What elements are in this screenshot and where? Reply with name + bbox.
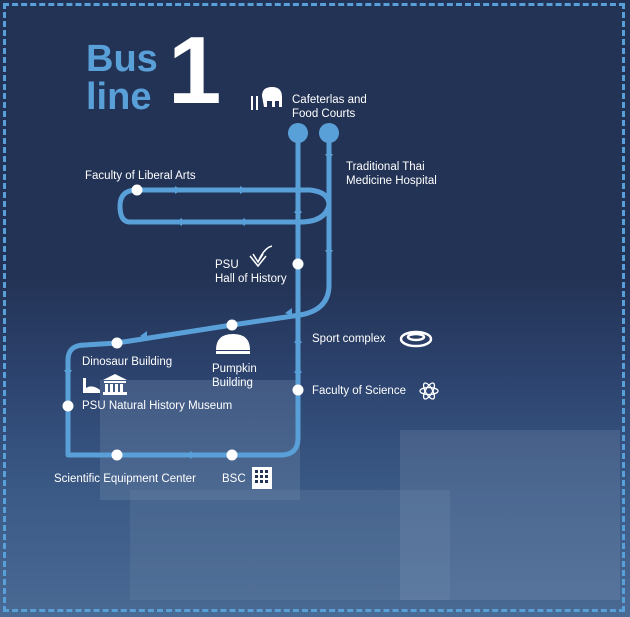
stop-liberal-arts: [131, 184, 143, 196]
stop-museum: [62, 400, 74, 412]
stop-dinosaur: [111, 337, 123, 349]
atom-icon: [419, 382, 439, 400]
stop-science: [292, 384, 304, 396]
title-line: line: [86, 76, 152, 118]
route-loop: [117, 187, 332, 225]
label-dinosaur: Dinosaur Building: [82, 356, 173, 368]
building-icon: [252, 467, 272, 489]
stop-bsc: [226, 449, 238, 461]
stop-sci-equip: [111, 449, 123, 461]
stop-pumpkin: [226, 319, 238, 331]
label-museum: PSU Natural History Museum: [82, 400, 233, 412]
stadium-icon: [399, 330, 433, 348]
pumpkin-building-icon: [216, 334, 250, 354]
label-sport-complex: Sport complex: [312, 333, 386, 345]
label-faculty-science: Faculty of Science: [312, 385, 406, 397]
terminal-circle: [319, 123, 339, 143]
terminal-circle: [288, 123, 308, 143]
dashed-border: [3, 3, 625, 612]
stop-hall-of-history: [292, 258, 304, 270]
title-bus: Bus: [86, 38, 158, 80]
dinosaur-museum-icon: [83, 374, 127, 395]
quill-book-icon: [249, 245, 273, 268]
elephant-food-icon: [251, 87, 282, 110]
route-outbound: [65, 133, 332, 458]
label-sci-equip: Scientific Equipment Center: [54, 473, 196, 485]
line-number: 1: [168, 17, 222, 124]
label-liberal-arts: Faculty of Liberal Arts: [85, 170, 196, 182]
campus-photo-bg: [130, 490, 450, 600]
label-bsc: BSC: [222, 473, 246, 485]
campus-photo-bg: [400, 430, 620, 600]
